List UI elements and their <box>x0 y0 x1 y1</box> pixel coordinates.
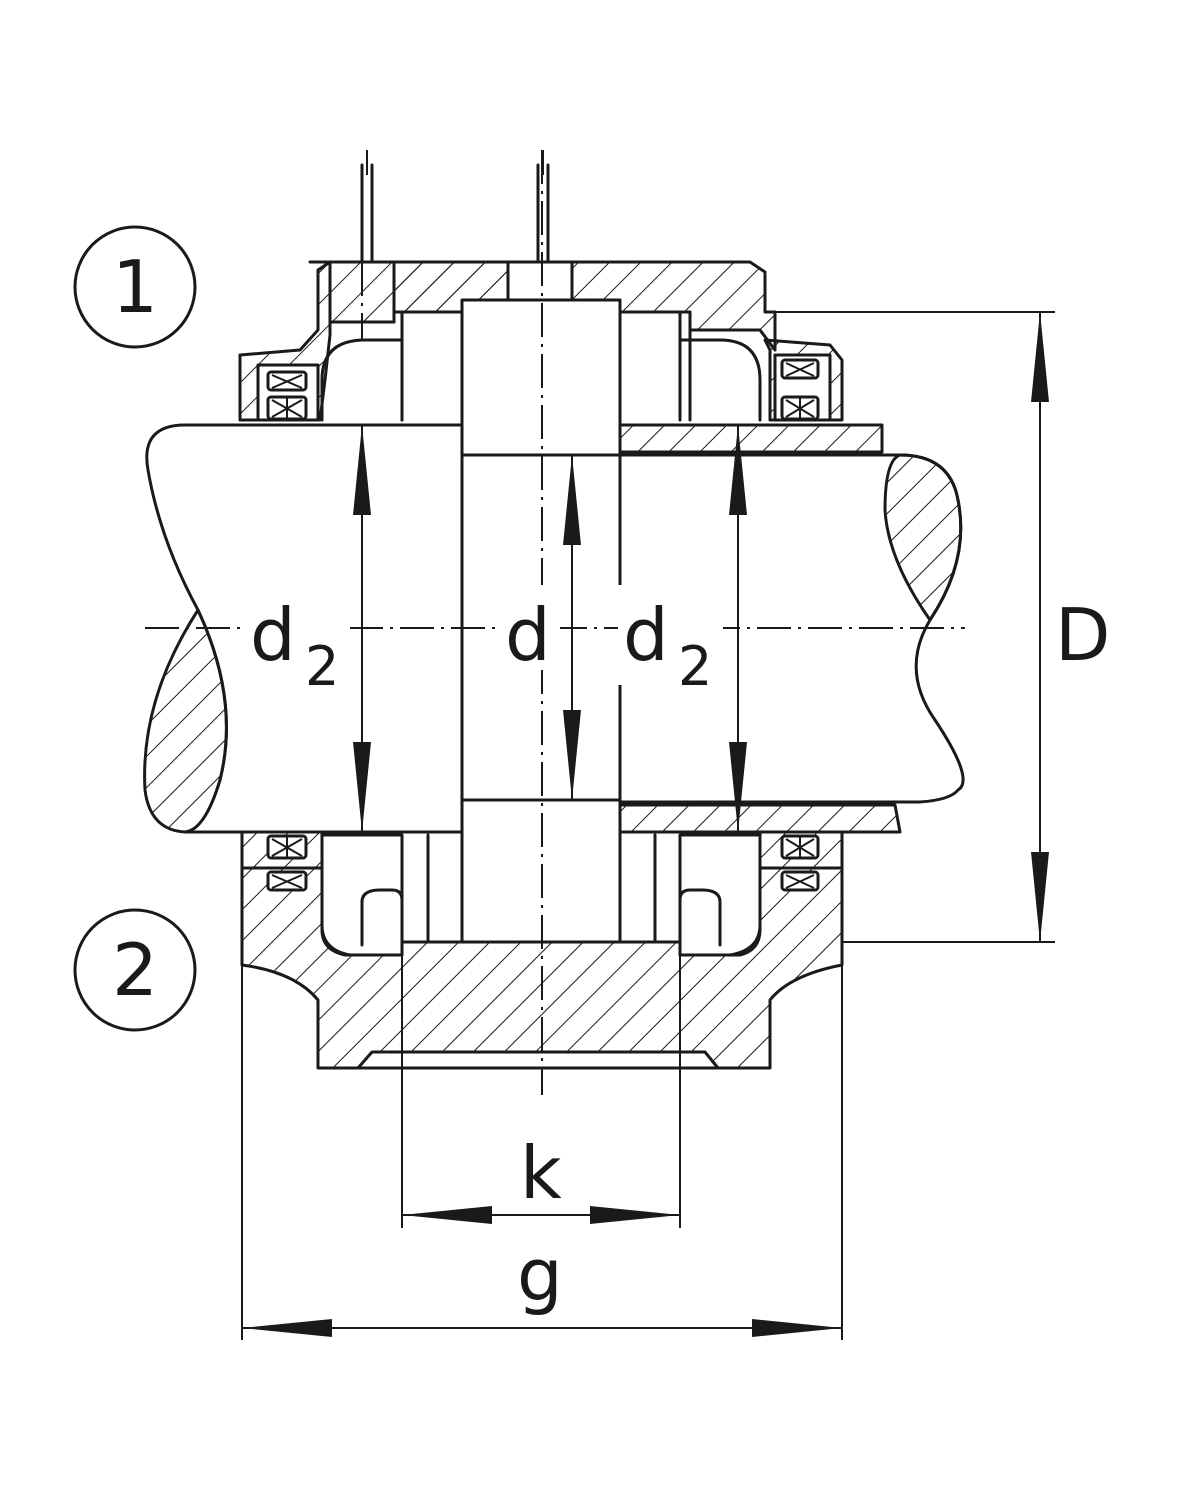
dim-line-bore <box>563 455 581 800</box>
label-shaft-right-subscript: 2 <box>678 635 712 698</box>
callout-upper-circle <box>73 225 197 349</box>
label-shaft-right: d 2 <box>618 585 723 698</box>
lubrication-nipple-right <box>506 150 574 324</box>
dim-line-shaft-right <box>729 425 747 832</box>
dim-line-housing-outer <box>775 311 1055 943</box>
sleeve-upper <box>618 423 884 454</box>
callout-lower-number: 2 <box>112 928 158 1012</box>
seal-lower-right <box>780 834 820 892</box>
label-foot-inner: k <box>520 1131 562 1215</box>
dim-line-foot-outer <box>241 965 843 1340</box>
label-bore: d <box>502 585 560 677</box>
label-shaft-left: d 2 <box>245 585 350 698</box>
label-shaft-right-symbol: d <box>623 593 669 677</box>
label-bore-symbol: d <box>505 593 551 677</box>
callout-lower-circle <box>73 908 197 1032</box>
housing-cavity-upper <box>320 310 762 422</box>
label-housing-outer: D <box>1055 593 1110 677</box>
shaft-right <box>618 453 965 804</box>
callout-upper: 1 <box>73 225 197 349</box>
dim-line-shaft-left <box>353 425 371 832</box>
dim-line-foot-inner <box>401 942 681 1228</box>
seal-lower-left <box>266 834 308 892</box>
label-shaft-left-symbol: d <box>250 593 296 677</box>
label-foot-outer: g <box>517 1233 563 1317</box>
seal-upper-left <box>266 370 308 421</box>
label-shaft-left-subscript: 2 <box>305 635 339 698</box>
callout-upper-number: 1 <box>112 245 158 329</box>
sleeve-lower <box>618 803 902 834</box>
seal-upper-right <box>780 358 820 421</box>
callout-lower: 2 <box>73 908 197 1032</box>
